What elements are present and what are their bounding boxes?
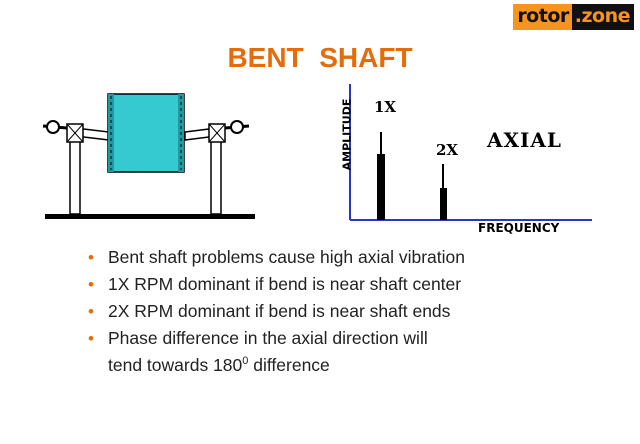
bullet-item: • Bent shaft problems cause high axial v… [84, 246, 465, 269]
bent-shaft-machine-illustration [42, 93, 255, 219]
peak-1x-label: 1X [374, 98, 397, 116]
peak-2x-spike [442, 164, 444, 188]
bullet-item: • 1X RPM dominant if bend is near shaft … [84, 273, 465, 296]
left-support [69, 137, 81, 215]
bullet-text: Phase difference in the axial direction … [108, 328, 428, 348]
bullet-text-line2-suffix: difference [248, 354, 330, 375]
bullet-text-line2: tend towards 180 [108, 354, 243, 375]
bullet-text: 1X RPM dominant if bend is near shaft ce… [108, 274, 462, 294]
rotor-cylinder [107, 93, 185, 173]
bullet-dot-icon: • [88, 302, 94, 321]
right-support [210, 137, 222, 215]
bullet-item: • 2X RPM dominant if bend is near shaft … [84, 300, 465, 323]
right-shaft-end [230, 120, 244, 134]
left-shaft-end [46, 120, 60, 134]
y-axis-label: AMPLITUDE [340, 98, 354, 171]
degree-superscript: 0 [242, 355, 249, 367]
bullet-dot-icon: • [88, 329, 94, 348]
rotor-zone-logo: rotor .zone [513, 4, 634, 30]
peak-2x-label: 2X [436, 141, 459, 159]
bullet-text: Bent shaft problems cause high axial vib… [108, 247, 466, 267]
peak-1x-spike [380, 132, 382, 154]
direction-label: AXIAL [487, 128, 562, 152]
axial-spectrum-plot [349, 84, 592, 221]
bullet-text: 2X RPM dominant if bend is near shaft en… [108, 301, 451, 321]
logo-part-zone: .zone [571, 4, 634, 30]
page-title: BENT SHAFT [227, 42, 413, 73]
bullet-dot-icon: • [88, 248, 94, 267]
x-axis-label: FREQUENCY [478, 221, 560, 235]
peak-2x [440, 188, 447, 220]
bullet-item: • Phase difference in the axial directio… [84, 327, 465, 377]
logo-part-rotor: rotor [513, 4, 572, 30]
machine-base [45, 214, 255, 219]
peak-1x [377, 154, 385, 220]
bullet-dot-icon: • [88, 275, 94, 294]
bullet-list: • Bent shaft problems cause high axial v… [84, 246, 465, 381]
